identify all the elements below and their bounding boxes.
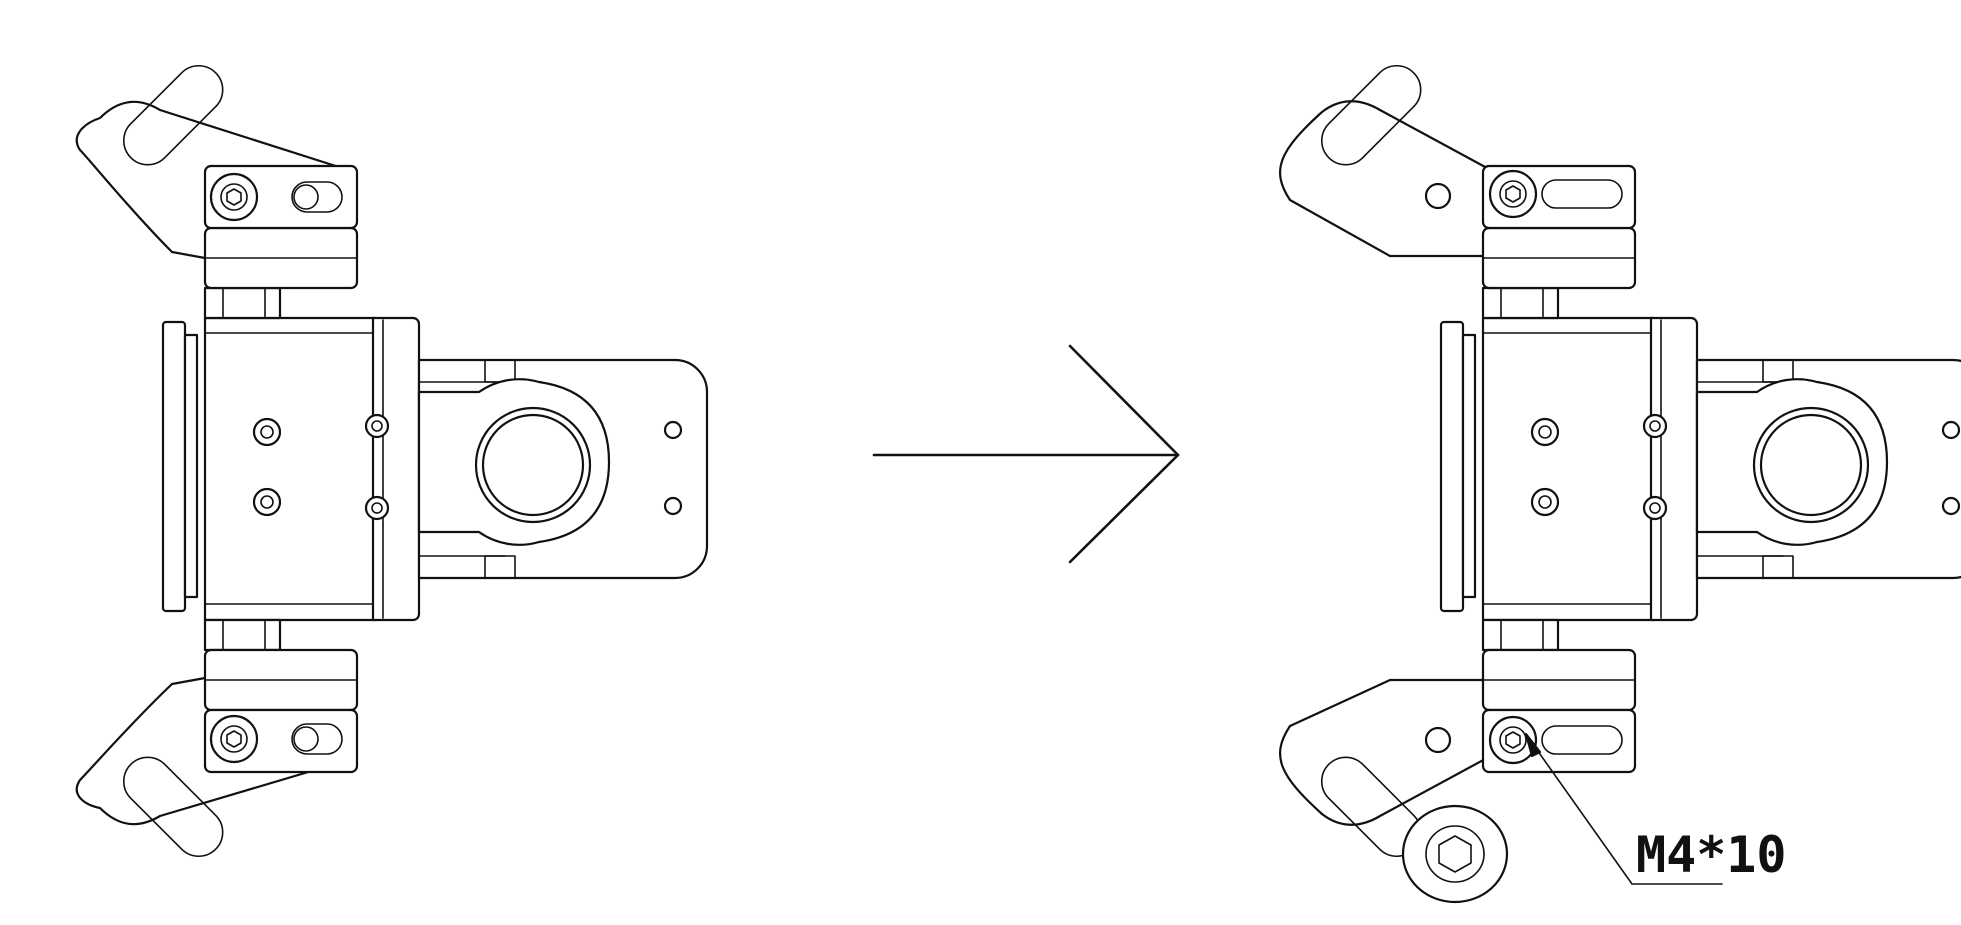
left-top-screw [209,172,259,222]
right-top-screw [1488,169,1538,219]
right-lower-plate [1279,678,1489,826]
right-assembly: M4*10 [1279,64,1961,904]
right-bottom-screw [1488,715,1538,765]
callout-label: M4*10 [1636,826,1787,884]
left-bottom-screw [209,714,259,764]
screw-head-detail [1401,804,1509,904]
right-upper-plate [1279,100,1489,258]
callout-leader-line [1529,739,1723,885]
direction-arrow [872,344,1180,564]
left-assembly [75,64,709,858]
